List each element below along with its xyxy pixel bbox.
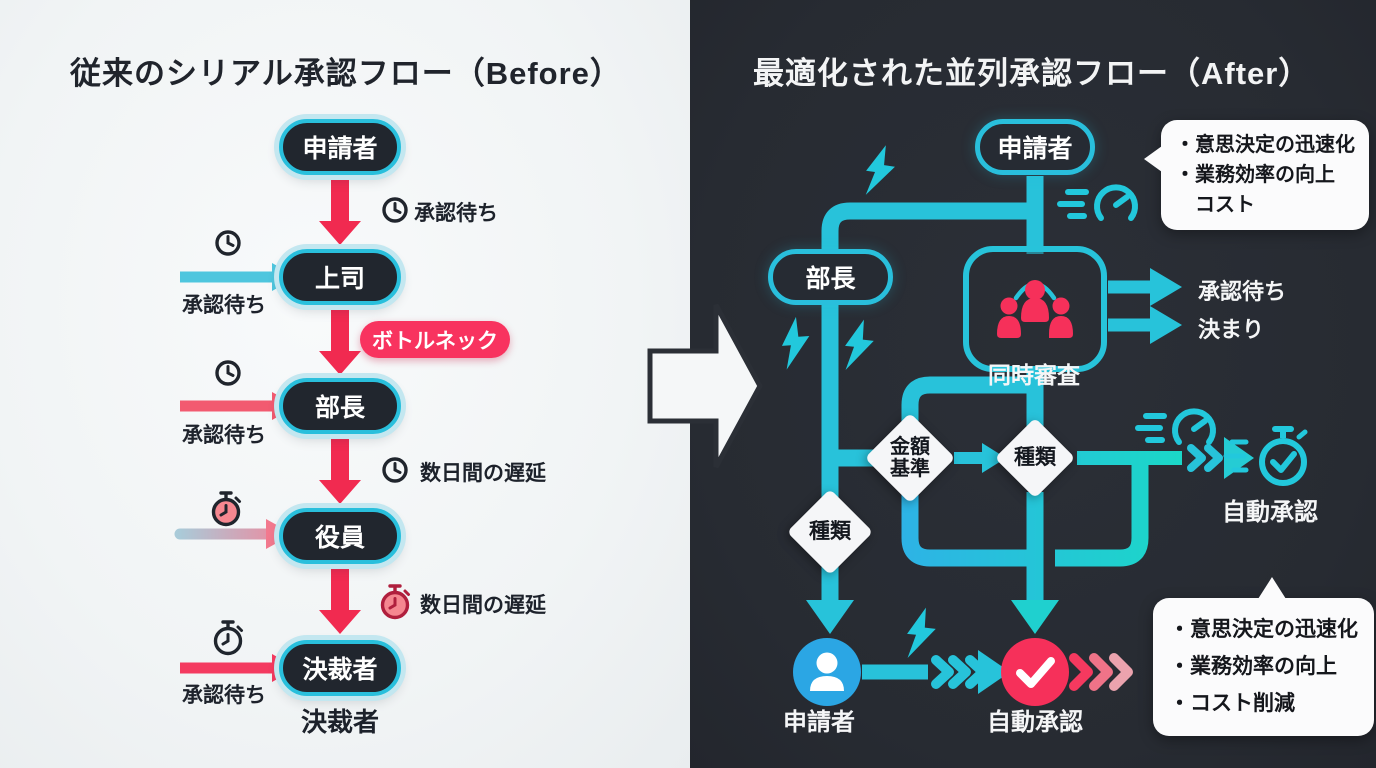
after-title: 最適化された並列承認フロー（After） — [753, 56, 1311, 91]
lightning-bolts — [781, 145, 936, 659]
node-boss: 上司 — [279, 249, 401, 305]
auto-approve-fast-label: 自動承認 — [1222, 499, 1318, 526]
applicant-bottom-label: 申請者 — [783, 709, 855, 736]
node-manager-after: 部長 — [768, 249, 893, 305]
node-executive-label: 役員 — [314, 524, 365, 552]
decision-type-left: 種類 — [786, 488, 874, 576]
node-applicant: 申請者 — [279, 119, 401, 175]
delay-label: 数日間の遅延 — [420, 462, 546, 485]
type-center-label: 種類 — [1014, 446, 1056, 470]
node-department-head: 部長 — [279, 378, 401, 434]
callout-pointer-left — [1144, 146, 1162, 172]
wait-label: 承認待ち — [414, 202, 498, 225]
speed-dashes — [1057, 189, 1249, 473]
decision-type-center: 種類 — [994, 417, 1076, 499]
node-applicant-after: 申請者 — [975, 119, 1095, 175]
amount-criteria-line2: 基準 — [890, 458, 930, 480]
clock-icon — [215, 230, 241, 256]
amount-criteria-line1: 金額 — [890, 436, 930, 458]
benefits-callout-top: ・意思決定の迅速化 ・業務効率の向上 コスト — [1144, 120, 1369, 230]
callout-pointer-up — [1258, 577, 1286, 599]
benefit-item: ・意思決定の迅速化 — [1169, 618, 1358, 641]
node-applicant-after-label: 申請者 — [997, 135, 1073, 163]
clock-icon — [215, 360, 241, 386]
stopwatch-check-icon — [1259, 426, 1308, 486]
auto-approve-check-icon — [1001, 638, 1069, 706]
node-department-head-label: 部長 — [314, 394, 365, 422]
speed-chevrons-cyan — [931, 444, 1223, 689]
stopwatch-icon-pink — [211, 491, 241, 527]
node-manager-after-label: 部長 — [805, 265, 856, 293]
delay-label: 数日間の遅延 — [420, 594, 546, 617]
stopwatch-icon-pink — [380, 584, 410, 620]
node-applicant-label: 申請者 — [302, 135, 378, 163]
node-final-approver-label: 決裁者 — [302, 656, 378, 684]
before-vertical-arrows — [319, 179, 361, 634]
clock-icon — [382, 197, 408, 223]
speedometer-icon — [1172, 408, 1216, 445]
before-after-transition-arrow — [647, 303, 763, 469]
node-final-approver: 決裁者 — [279, 640, 401, 696]
benefit-item: ・意思決定の迅速化 — [1175, 134, 1355, 156]
review-team-icon — [997, 280, 1073, 338]
speed-chevrons-pink — [1069, 653, 1133, 691]
final-approver-caption: 決裁者 — [300, 707, 379, 737]
type-left-label: 種類 — [809, 520, 851, 544]
node-boss-label: 上司 — [314, 265, 365, 293]
benefit-item: ・業務効率の向上 — [1169, 654, 1337, 678]
review-wait-label: 承認待ち — [1198, 279, 1287, 304]
clock-icon — [382, 457, 408, 483]
benefit-item: ・コスト削減 — [1169, 691, 1295, 715]
simultaneous-review-label: 同時審査 — [988, 362, 1080, 388]
bottleneck-badge: ボトルネック — [360, 321, 510, 358]
stopwatch-icon-outline — [213, 620, 243, 656]
before-title: 従来のシリアル承認フロー（Before） — [70, 56, 622, 91]
applicant-person-icon — [793, 638, 861, 706]
wait-label: 承認待ち — [182, 424, 266, 447]
decision-amount-criteria: 金額 基準 — [864, 412, 956, 504]
wait-label: 承認待ち — [182, 684, 266, 707]
bottleneck-badge-label: ボトルネック — [372, 329, 498, 353]
wait-label: 承認待ち — [182, 294, 266, 317]
node-executive: 役員 — [279, 508, 401, 564]
benefits-callout-bottom: ・意思決定の迅速化 ・業務効率の向上 ・コスト削減 — [1153, 577, 1374, 737]
benefit-item: ・業務効率の向上 — [1175, 164, 1335, 186]
auto-approve-bottom-label: 自動承認 — [987, 709, 1083, 736]
benefit-item: コスト — [1195, 194, 1255, 216]
review-decided-label: 決まり — [1198, 317, 1265, 342]
speedometer-icon — [1094, 184, 1138, 221]
